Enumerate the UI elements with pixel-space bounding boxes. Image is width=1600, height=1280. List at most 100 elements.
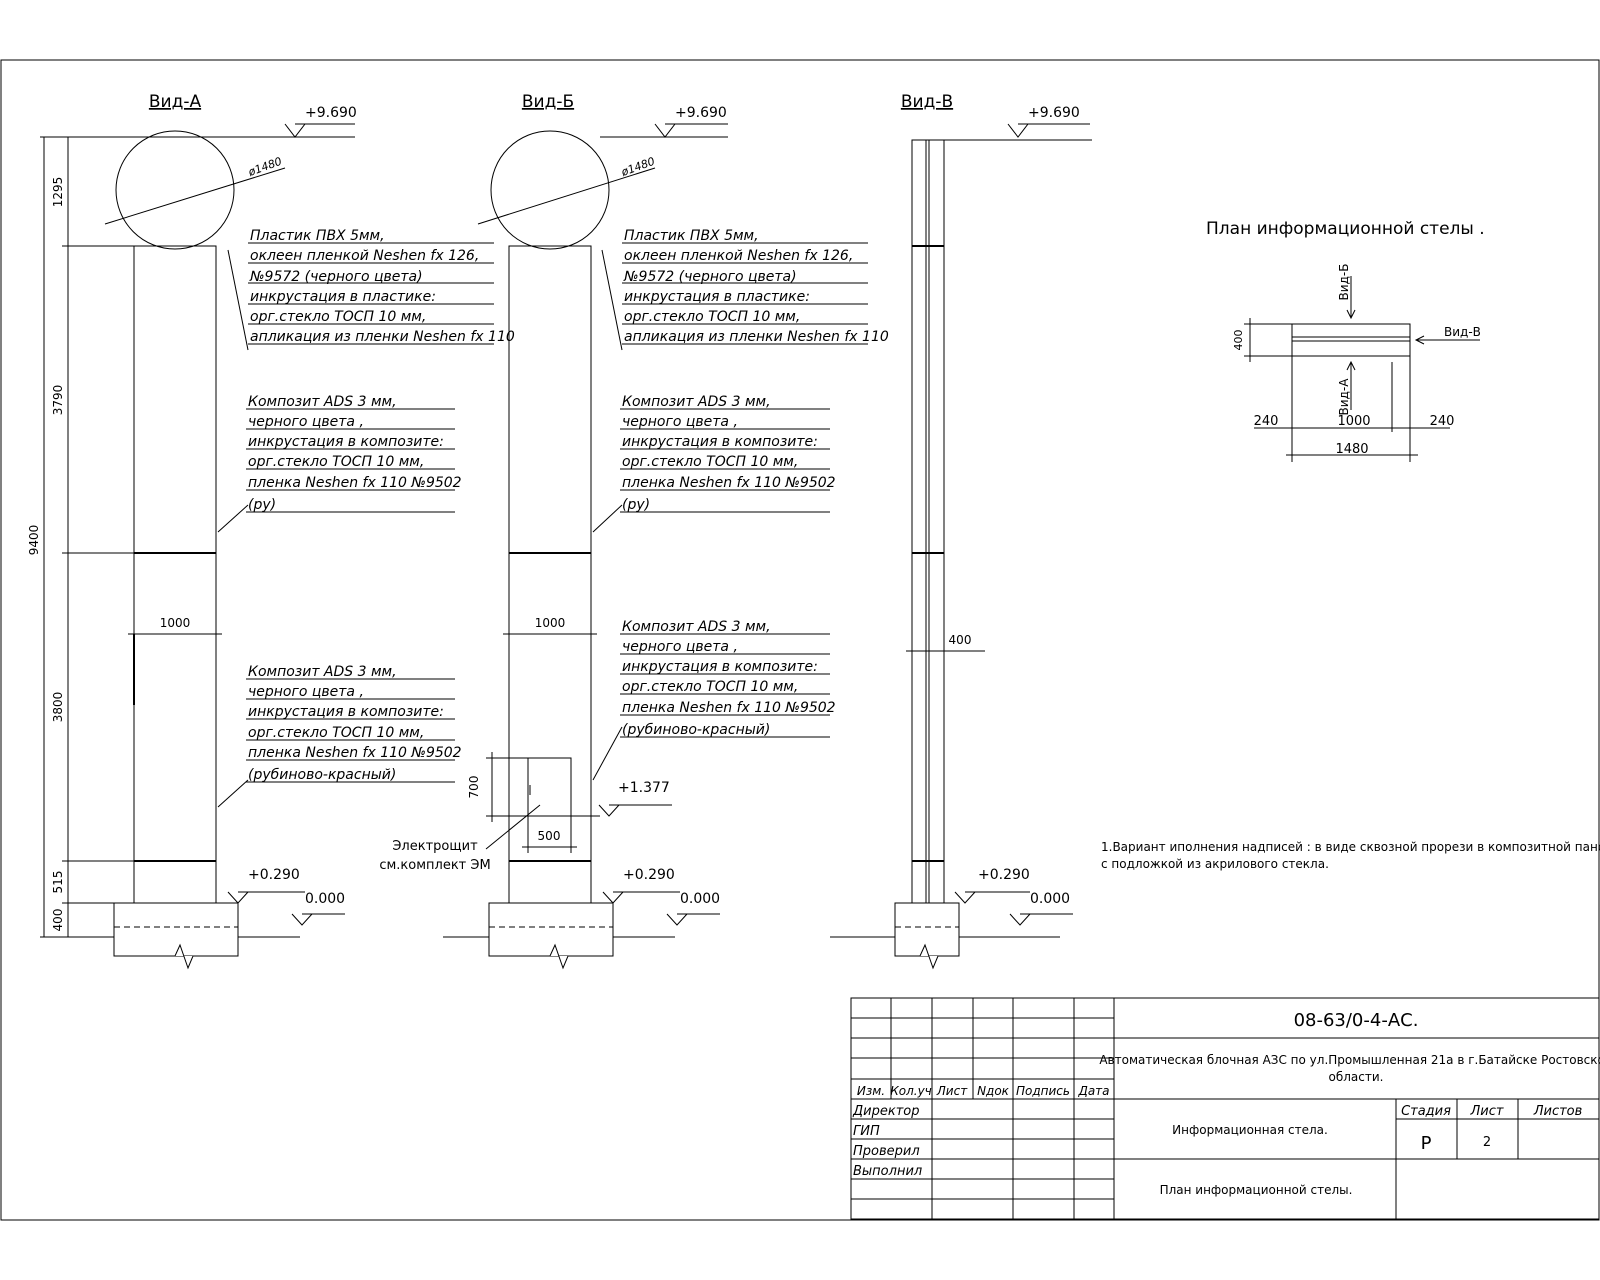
view-b-sphere bbox=[490, 130, 610, 250]
view-b-panel-label1: Электрощит bbox=[392, 839, 478, 854]
view-v: Вид-В +9.690 400 +0.290 0.000 bbox=[830, 92, 1092, 970]
note-a-mid-1: черного цвета , bbox=[248, 414, 364, 430]
view-b-foundation bbox=[488, 902, 614, 957]
note-a-mid-2: инкрустация в композите: bbox=[248, 434, 444, 450]
view-a-title: Вид-А bbox=[149, 92, 202, 112]
notes-a-low: Композит ADS 3 мм, черного цвета , инкру… bbox=[246, 664, 462, 783]
plan-view: План информационной стелы . 400 Вид-Б Ви… bbox=[1206, 219, 1485, 462]
stamp-role-3: Выполнил bbox=[853, 1164, 922, 1179]
plan-dim-right: 240 bbox=[1430, 414, 1455, 429]
view-a-foundation bbox=[113, 902, 239, 957]
stamp-stage: Р bbox=[1421, 1133, 1432, 1154]
view-a-elev-base: +0.290 bbox=[248, 867, 300, 883]
view-b-panel bbox=[527, 757, 572, 817]
note-a-low-3: орг.стекло ТОСП 10 мм, bbox=[248, 725, 424, 741]
general-note-2: с подложкой из акрилового стекла. bbox=[1101, 857, 1329, 871]
note-b-mid-0: Композит ADS 3 мм, bbox=[622, 394, 771, 410]
stamp-role-0: Директор bbox=[852, 1104, 920, 1119]
view-a-column bbox=[133, 245, 217, 904]
view-b-elev-base: +0.290 bbox=[623, 867, 675, 883]
note-b-low-1: черного цвета , bbox=[622, 639, 738, 655]
view-b-panel-label2: см.комплект ЭМ bbox=[379, 858, 490, 873]
note-b-low-5: (рубиново-красный) bbox=[622, 722, 770, 738]
view-a-width: 1000 bbox=[160, 616, 191, 630]
view-b-elev-ground: 0.000 bbox=[680, 891, 720, 907]
view-v-column bbox=[911, 139, 945, 904]
note-b-sphere-0: Пластик ПВХ 5мм, bbox=[624, 228, 759, 244]
notes-a-sphere: Пластик ПВХ 5мм, оклеен пленкой Neshen f… bbox=[248, 228, 515, 345]
note-a-mid-5: (ру) bbox=[248, 497, 276, 513]
view-a-dim-5: 400 bbox=[51, 909, 65, 932]
plan-dim-total: 1480 bbox=[1335, 442, 1368, 457]
plan-outline bbox=[1291, 323, 1411, 357]
notes-b-mid: Композит ADS 3 мм, черного цвета , инкру… bbox=[620, 394, 836, 513]
note-b-mid-2: инкрустация в композите: bbox=[622, 434, 818, 450]
view-v-width: 400 bbox=[949, 633, 972, 647]
note-a-sphere-5: апликация из пленки Neshen fx 110 bbox=[250, 329, 515, 345]
note-b-low-4: пленка Neshen fx 110 №9502 bbox=[622, 700, 836, 716]
stamp-role-2: Проверил bbox=[853, 1144, 920, 1159]
note-a-low-1: черного цвета , bbox=[248, 684, 364, 700]
note-a-low-2: инкрустация в композите: bbox=[248, 704, 444, 720]
view-b-diameter: ø1480 bbox=[619, 155, 657, 179]
note-a-mid-0: Композит ADS 3 мм, bbox=[248, 394, 397, 410]
note-b-low-2: инкрустация в композите: bbox=[622, 659, 818, 675]
note-a-sphere-1: оклеен пленкой Neshen fx 126, bbox=[250, 248, 479, 264]
note-b-low-0: Композит ADS 3 мм, bbox=[622, 619, 771, 635]
view-a-elev-top: +9.690 bbox=[305, 105, 357, 121]
plan-depth: 400 bbox=[1232, 330, 1245, 351]
general-note-1: 1.Вариант иполнения надписей : в виде ск… bbox=[1101, 840, 1600, 854]
stamp-stage-label: Стадия bbox=[1401, 1104, 1451, 1119]
view-a-dim-3: 3800 bbox=[51, 692, 65, 723]
view-b-elev-top: +9.690 bbox=[675, 105, 727, 121]
stamp-code: 08-63/0-4-АС. bbox=[1294, 1010, 1419, 1031]
stamp-header-0: Изм. bbox=[857, 1084, 885, 1098]
note-a-low-5: (рубиново-красный) bbox=[248, 767, 396, 783]
note-b-mid-1: черного цвета , bbox=[622, 414, 738, 430]
stamp-header-3: Nдок bbox=[977, 1084, 1010, 1098]
note-b-sphere-3: инкрустация в пластике: bbox=[624, 289, 810, 305]
plan-dim-mid: 1000 bbox=[1337, 414, 1370, 429]
notes-b-sphere: Пластик ПВХ 5мм, оклеен пленкой Neshen f… bbox=[622, 228, 889, 345]
plan-view-b: Вид-Б bbox=[1337, 264, 1351, 301]
note-b-low-3: орг.стекло ТОСП 10 мм, bbox=[622, 679, 798, 695]
stamp-header-5: Дата bbox=[1077, 1084, 1109, 1098]
note-a-sphere-2: №9572 (черного цвета) bbox=[249, 269, 423, 285]
notes-a-mid: Композит ADS 3 мм, черного цвета , инкру… bbox=[246, 394, 462, 513]
view-a-elev-ground: 0.000 bbox=[305, 891, 345, 907]
sheet-frame bbox=[0, 59, 1600, 1221]
view-b-elev-mid: +1.377 bbox=[618, 780, 670, 796]
stamp-project-1: Автоматическая блочная АЗС по ул.Промышл… bbox=[1099, 1053, 1600, 1067]
view-v-elev-base: +0.290 bbox=[978, 867, 1030, 883]
view-a: Вид-А +9.690 ø1480 1000 +0.290 0.000 bbox=[27, 92, 357, 970]
view-b-panel-h: 700 bbox=[467, 776, 481, 799]
note-a-low-4: пленка Neshen fx 110 №9502 bbox=[248, 745, 462, 761]
note-a-sphere-0: Пластик ПВХ 5мм, bbox=[250, 228, 385, 244]
view-b-width: 1000 bbox=[535, 616, 566, 630]
plan-dim-left: 240 bbox=[1254, 414, 1279, 429]
title-block: 08-63/0-4-АС. Автоматическая блочная АЗС… bbox=[850, 997, 1600, 1220]
view-b-column bbox=[508, 245, 592, 904]
stamp-drawing-title: План информационной стелы. bbox=[1160, 1183, 1353, 1197]
view-a-diameter: ø1480 bbox=[246, 155, 284, 179]
view-a-dim-total: 9400 bbox=[27, 525, 41, 556]
view-a-dim-4: 515 bbox=[51, 871, 65, 894]
note-b-sphere-5: апликация из пленки Neshen fx 110 bbox=[624, 329, 889, 345]
view-b-title: Вид-Б bbox=[522, 92, 574, 112]
note-b-mid-4: пленка Neshen fx 110 №9502 bbox=[622, 475, 836, 491]
notes-b-low: Композит ADS 3 мм, черного цвета , инкру… bbox=[620, 619, 836, 738]
view-v-foundation bbox=[894, 902, 960, 957]
stamp-sheet-label: Лист bbox=[1470, 1104, 1504, 1119]
view-v-elev-top: +9.690 bbox=[1028, 105, 1080, 121]
stamp-header-4: Подпись bbox=[1016, 1084, 1070, 1098]
view-v-title: Вид-В bbox=[901, 92, 953, 112]
view-a-sphere bbox=[115, 130, 235, 250]
note-b-mid-3: орг.стекло ТОСП 10 мм, bbox=[622, 454, 798, 470]
note-b-sphere-4: орг.стекло ТОСП 10 мм, bbox=[624, 309, 800, 325]
stamp-sheet: 2 bbox=[1483, 1135, 1491, 1150]
note-a-mid-4: пленка Neshen fx 110 №9502 bbox=[248, 475, 462, 491]
stamp-header-2: Лист bbox=[936, 1084, 968, 1098]
stamp-role-1: ГИП bbox=[853, 1124, 880, 1139]
view-b-panel-w: 500 bbox=[538, 829, 561, 843]
